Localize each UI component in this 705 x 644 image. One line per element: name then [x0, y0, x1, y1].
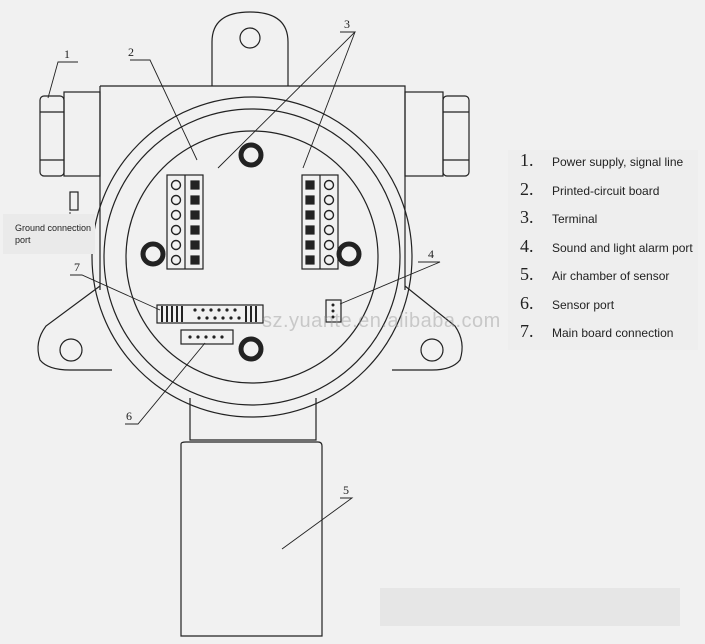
- legend-label: Main board connection: [552, 326, 674, 340]
- cover-inner-ring: [125, 130, 379, 384]
- legend-number: 5.: [520, 264, 534, 284]
- left-gland-body: [63, 91, 101, 177]
- left-gland-nut: [39, 95, 65, 177]
- right-gland-nut: [442, 95, 470, 177]
- right-gland-body: [404, 91, 444, 177]
- sensor-chamber: [180, 441, 323, 637]
- leader-5: [281, 497, 354, 550]
- leader-4: [339, 261, 441, 305]
- alarm-port-connector: [325, 299, 342, 323]
- left-mounting-ear: [37, 285, 112, 371]
- leader-6: [125, 342, 206, 425]
- legend-number: 6.: [520, 292, 534, 313]
- cover-middle-ring: [103, 108, 401, 406]
- legend-label: Terminal: [552, 212, 598, 226]
- legend: 1. Power supply, signal line 2. Printed-…: [508, 150, 698, 350]
- legend-label: Printed-circuit board: [552, 183, 660, 198]
- sensor-port-connector: [180, 329, 234, 345]
- leader-3a: [217, 31, 357, 169]
- watermark: sz.yuante.en.alibaba.com: [262, 310, 501, 332]
- callout-1: 1: [64, 47, 70, 61]
- left-ear-hole: [59, 338, 83, 362]
- callout-5: 5: [343, 483, 349, 497]
- callout-4: 4: [428, 247, 434, 261]
- cover-outer-ring: [91, 96, 413, 418]
- legend-label: Air chamber of sensor: [552, 269, 670, 283]
- legend-item: 3. Terminal: [508, 207, 698, 236]
- leader-3b: [302, 31, 356, 169]
- callout-7: 7: [74, 260, 80, 274]
- legend-label: Sound and light alarm port: [552, 240, 693, 255]
- boss-top: [238, 142, 264, 168]
- legend-item: 2. Printed-circuit board: [508, 179, 698, 208]
- legend-number: 1.: [520, 150, 534, 170]
- legend-label: Sensor port: [552, 297, 615, 312]
- legend-number: 2.: [520, 178, 534, 199]
- leader-1: [47, 61, 78, 99]
- leader-7: [70, 274, 161, 311]
- main-board-connector: [156, 304, 264, 324]
- legend-number: 7.: [520, 321, 534, 341]
- terminal-block-right: [301, 174, 339, 270]
- legend-item: 7. Main board connection: [508, 321, 698, 350]
- legend-item: 6. Sensor port: [508, 293, 698, 322]
- right-ear-hole: [420, 338, 444, 362]
- top-tab-hole: [239, 27, 261, 49]
- leader-2: [130, 59, 198, 161]
- legend-item: 1. Power supply, signal line: [508, 150, 698, 179]
- footer-box: [380, 588, 680, 626]
- boss-bottom: [238, 336, 264, 362]
- boss-right: [336, 241, 362, 267]
- terminal-block-left: [166, 174, 204, 270]
- ground-connection-screw: [69, 191, 79, 211]
- sensor-neck: [189, 398, 317, 441]
- callout-3: 3: [344, 17, 350, 31]
- ground-connection-label: Ground connection port: [3, 214, 95, 254]
- legend-number: 3.: [520, 207, 534, 227]
- boss-left: [140, 241, 166, 267]
- right-mounting-ear: [392, 285, 463, 371]
- callout-6: 6: [126, 409, 132, 423]
- callout-2: 2: [128, 45, 134, 59]
- legend-label: Power supply, signal line: [552, 155, 684, 169]
- legend-item: 4. Sound and light alarm port: [508, 236, 698, 265]
- top-mounting-tab: [211, 11, 289, 86]
- legend-number: 4.: [520, 235, 534, 256]
- legend-item: 5. Air chamber of sensor: [508, 264, 698, 293]
